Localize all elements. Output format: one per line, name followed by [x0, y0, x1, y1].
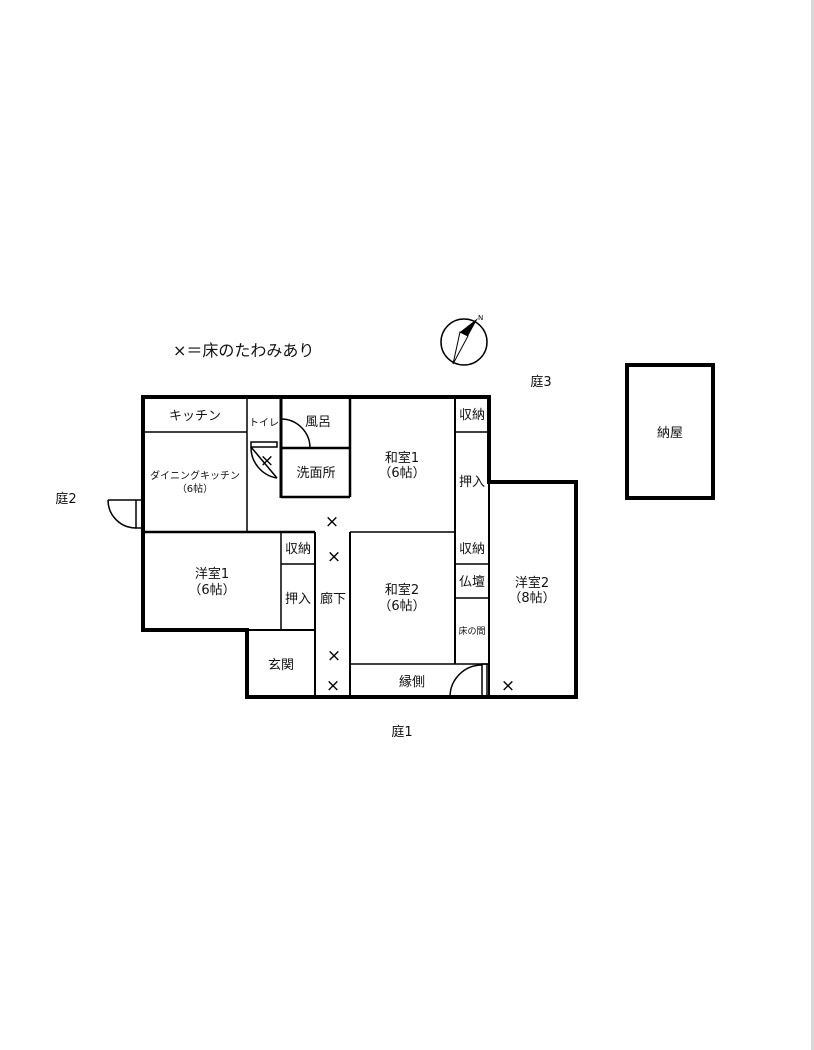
sag-mark: ×: [327, 547, 341, 567]
room-youshitsu2: 洋室2: [515, 575, 549, 591]
page-edge: [811, 0, 814, 1050]
room-washitsu2-size: （6帖）: [378, 599, 425, 614]
sag-mark: ×: [326, 676, 340, 696]
room-washitsu2: 和室2: [385, 582, 419, 598]
outer-wall: [141, 395, 578, 699]
garden-1: 庭1: [391, 724, 412, 740]
room-storage1: 収納: [459, 408, 485, 423]
door-toilet: [250, 441, 278, 479]
garden-2: 庭2: [55, 491, 76, 507]
room-kitchen: キッチン: [169, 409, 221, 424]
room-washitsu1-size: （6帖）: [378, 466, 425, 481]
room-dining-size: （6帖）: [177, 482, 213, 495]
room-dining: ダイニングキッチン: [150, 469, 240, 482]
room-toilet: トイレ: [249, 418, 279, 429]
room-storage2: 収納: [285, 542, 311, 557]
shed-building: [625, 363, 715, 500]
sag-mark: ×: [327, 646, 341, 666]
legend-text: ×＝床のたわみあり: [173, 341, 314, 360]
room-corridor: 廊下: [320, 591, 346, 607]
room-storage3: 収納: [459, 542, 485, 557]
sag-mark: ×: [260, 451, 274, 471]
room-youshitsu1: 洋室1: [195, 566, 229, 582]
room-shed: 納屋: [657, 426, 683, 441]
sag-mark: ×: [501, 676, 515, 696]
room-youshitsu1-size: （6帖）: [188, 583, 235, 598]
room-butsudan: 仏壇: [459, 574, 485, 590]
room-oshiire2: 押入: [285, 592, 311, 607]
room-youshitsu2-size: （8帖）: [508, 591, 555, 606]
door-engawa: [449, 663, 488, 698]
room-engawa: 縁側: [399, 674, 425, 690]
room-washitsu1: 和室1: [385, 450, 419, 466]
door-left: [107, 499, 144, 529]
room-bath: 風呂: [305, 415, 331, 430]
compass-icon: N: [440, 314, 488, 366]
room-washroom: 洗面所: [296, 466, 335, 481]
room-oshiire1: 押入: [459, 475, 485, 490]
sag-mark: ×: [325, 512, 339, 532]
room-entrance: 玄関: [268, 658, 294, 673]
room-tokonoma: 床の間: [458, 625, 485, 637]
garden-3: 庭3: [530, 374, 551, 390]
door-bath: [280, 418, 311, 449]
compass-north-label: N: [478, 314, 483, 322]
interior-walls: [143, 397, 490, 697]
